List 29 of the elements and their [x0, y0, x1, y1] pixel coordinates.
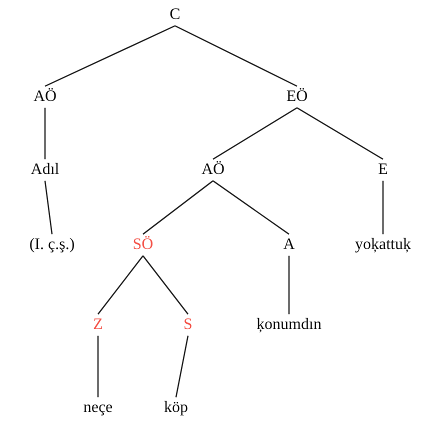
tree-node-label: A: [282, 234, 296, 256]
tree-node-label: yoķattuķ: [354, 234, 412, 256]
tree-branch-line: [44, 180, 53, 234]
tree-node-label: Z: [92, 314, 104, 336]
tree-node-label: köp: [163, 397, 189, 419]
tree-branch-line: [212, 107, 298, 160]
tree-branch-line: [97, 336, 99, 398]
tree-node-label: neçe: [82, 397, 114, 419]
tree-branch-line: [97, 255, 144, 315]
tree-branch-line: [288, 256, 290, 314]
tree-node-label: C: [168, 4, 182, 26]
tree-node-label: Adıl: [30, 159, 60, 181]
tree-node-label: ķonumdın: [256, 314, 322, 336]
tree-node-label: AÖ: [32, 86, 58, 108]
tree-branch-line: [174, 25, 298, 87]
tree-branch-line: [382, 180, 384, 234]
tree-branch-line: [44, 108, 46, 160]
tree-node-label: SÖ: [132, 234, 154, 256]
tree-branch-line: [296, 107, 384, 160]
tree-branch-line: [142, 180, 214, 235]
tree-branch-line: [44, 25, 176, 87]
tree-node-label: E: [377, 159, 389, 181]
tree-node-label: EÖ: [285, 86, 309, 108]
tree-node-label: AÖ: [200, 159, 226, 181]
tree-branch-line: [175, 336, 189, 398]
tree-branch-line: [142, 255, 189, 315]
tree-branch-line: [212, 180, 290, 235]
tree-node-label: S: [182, 314, 194, 336]
tree-node-label: (I. ç.ş.): [28, 234, 76, 256]
